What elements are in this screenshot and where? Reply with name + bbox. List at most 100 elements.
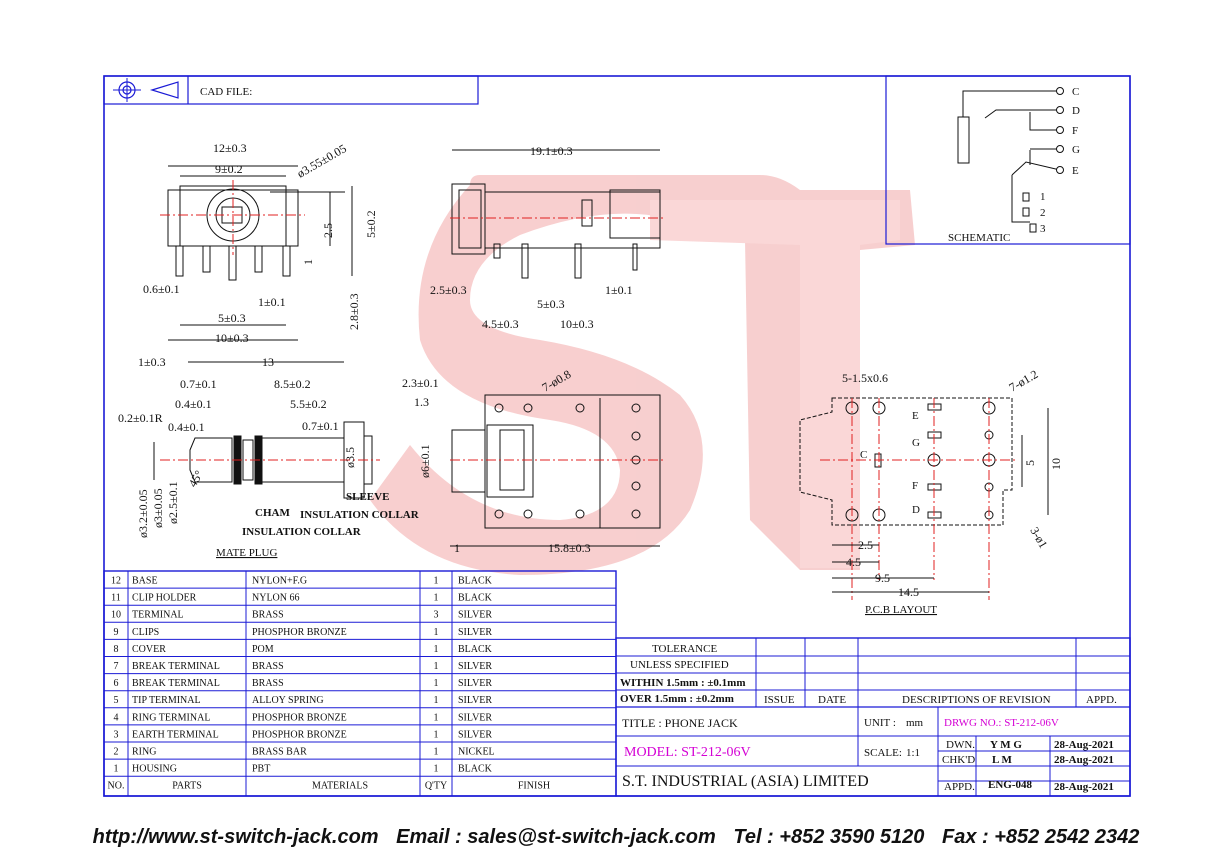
pcb-dim-7: 4.5	[846, 555, 861, 569]
bom-cell-finish: SILVER	[458, 627, 492, 638]
email-text: Email : sales@st-switch-jack.com	[396, 826, 716, 848]
bom-cell-part: BASE	[132, 576, 158, 587]
schematic-pin-c: C	[1072, 86, 1079, 98]
bom-cell-material: POM	[252, 644, 274, 655]
plug-label-insulation-2: INSULATION COLLAR	[242, 526, 362, 538]
chkd-label: CHK'D	[942, 754, 975, 766]
bom-cell-part: COVER	[132, 644, 166, 655]
pcb-dims: 5-1.5x0.6 7-ø1.2 3-ø1 5 10 2.5 4.5 9.5 1…	[842, 367, 1063, 616]
within-label: WITHIN 1.5mm : ±0.1mm	[620, 677, 746, 689]
bom-cell-material: NYLON+F.G	[252, 576, 307, 587]
side-view	[450, 149, 665, 279]
pcb-pin-d: D	[912, 504, 920, 516]
bom-cell-finish: BLACK	[458, 644, 493, 655]
pcb-dim-5: 10	[1049, 458, 1063, 470]
bom-cell-qty: 3	[434, 610, 439, 621]
bom-cell-part: HOUSING	[132, 764, 177, 775]
top-dim-3: 1.3	[414, 395, 429, 409]
bom-cell-part: EARTH TERMINAL	[132, 729, 219, 740]
bom-cell-no: 3	[114, 729, 119, 740]
pcb-pin-e: E	[912, 410, 919, 422]
mate-plug	[153, 361, 380, 499]
pcb-dim-8: 9.5	[875, 571, 890, 585]
dwn-label: DWN.	[946, 739, 975, 751]
plug-dim-15: ø2.5±0.1	[166, 481, 180, 524]
top-dim-6: 15.8±0.3	[548, 541, 591, 555]
bom-cell-no: 7	[114, 661, 119, 672]
drawing-title: TITLE : PHONE JACK	[622, 716, 738, 730]
bom-cell-qty: 1	[434, 678, 439, 689]
bom-cell-no: 2	[114, 747, 119, 758]
schematic-pin-d: D	[1072, 105, 1080, 117]
front-dim-1: 12±0.3	[213, 141, 247, 155]
appd-date: 28-Aug-2021	[1054, 781, 1114, 793]
watermark-st	[370, 175, 915, 575]
schematic-pin-e: E	[1072, 165, 1079, 177]
bom-cell-finish: SILVER	[458, 712, 492, 723]
bom-cell-no: 1	[114, 764, 119, 775]
revision-label: DESCRIPTIONS OF REVISION	[902, 694, 1051, 706]
bom-cell-qty: 1	[434, 712, 439, 723]
plug-dim-4: 8.5±0.2	[274, 377, 311, 391]
unless-label: UNLESS SPECIFIED	[630, 659, 729, 671]
pcb-pin-f: F	[912, 480, 918, 492]
front-dim-11: 1	[301, 259, 315, 265]
bom-cell-qty: 1	[434, 729, 439, 740]
bom-header-no: NO.	[108, 781, 125, 792]
bom-cell-finish: SILVER	[458, 610, 492, 621]
pcb-dim-9: 14.5	[898, 585, 919, 599]
front-dim-9: 10±0.3	[215, 331, 249, 345]
bom-cell-material: BRASS	[252, 610, 284, 621]
front-dim-4: 2.5	[321, 223, 335, 238]
bom-cell-material: NYLON 66	[252, 593, 300, 604]
pcb-layout	[799, 397, 1049, 600]
company-name: S.T. INDUSTRIAL (ASIA) LIMITED	[622, 773, 869, 790]
bom-cell-material: PBT	[252, 764, 270, 775]
bom-cell-material: BRASS BAR	[252, 747, 307, 758]
website-link[interactable]: http://www.st-switch-jack.com	[92, 826, 379, 848]
bom-cell-part: RING TERMINAL	[132, 712, 210, 723]
issue-label: ISSUE	[764, 694, 795, 706]
pcb-dim-2: 7-ø1.2	[1007, 367, 1041, 395]
top-view	[450, 394, 665, 547]
bom-header-material: MATERIALS	[312, 781, 368, 792]
bom-cell-finish: SILVER	[458, 678, 492, 689]
plug-dim-6: 5.5±0.2	[290, 397, 327, 411]
scale-value: 1:1	[906, 747, 920, 759]
bom-cell-no: 4	[114, 712, 119, 723]
top-dim-4: ø6±0.1	[418, 444, 432, 478]
scale-label: SCALE:	[864, 747, 902, 759]
front-dim-3: ø3.55±0.05	[295, 141, 349, 180]
bom-cell-finish: SILVER	[458, 729, 492, 740]
front-view	[160, 165, 353, 341]
dwn-by: Y M G	[990, 739, 1022, 751]
side-dim-6: 10±0.3	[560, 317, 594, 331]
schematic-contact-2: 2	[1040, 207, 1046, 219]
plug-label-insulation-1: INSULATION COLLAR	[300, 509, 420, 521]
schematic-pin-f: F	[1072, 125, 1078, 137]
bom-cell-material: BRASS	[252, 678, 284, 689]
bom-cell-part: BREAK TERMINAL	[132, 678, 220, 689]
side-view-dims: 19.1±0.3 2.5±0.3 5±0.3 1±0.1 4.5±0.3 10±…	[430, 144, 633, 331]
bom-header-qty: Q'TY	[425, 781, 447, 792]
plug-dim-8: 0.4±0.1	[168, 420, 205, 434]
bom-cell-finish: SILVER	[458, 695, 492, 706]
front-dim-10: 2.8±0.3	[347, 293, 361, 330]
side-dim-3: 5±0.3	[537, 297, 565, 311]
bom-cell-qty: 1	[434, 576, 439, 587]
tel-text: Tel : +852 3590 5120	[733, 826, 925, 848]
bom-cell-part: TERMINAL	[132, 610, 184, 621]
bom-cell-no: 11	[111, 593, 121, 604]
side-dim-4: 1±0.1	[605, 283, 633, 297]
plug-dim-7: 0.2±0.1R	[118, 411, 163, 425]
front-dim-2: 9±0.2	[215, 162, 243, 176]
pcb-pin-g: G	[912, 437, 920, 449]
bom-cell-qty: 1	[434, 593, 439, 604]
bom-cell-part: RING	[132, 747, 156, 758]
pcb-dim-4: 5	[1023, 460, 1037, 466]
drawing-number: DRWG NO.: ST-212-06V	[944, 717, 1059, 729]
fax-text: Fax : +852 2542 2342	[941, 826, 1140, 848]
tolerance-label: TOLERANCE	[652, 643, 717, 655]
pcb-dim-1: 5-1.5x0.6	[842, 371, 888, 385]
